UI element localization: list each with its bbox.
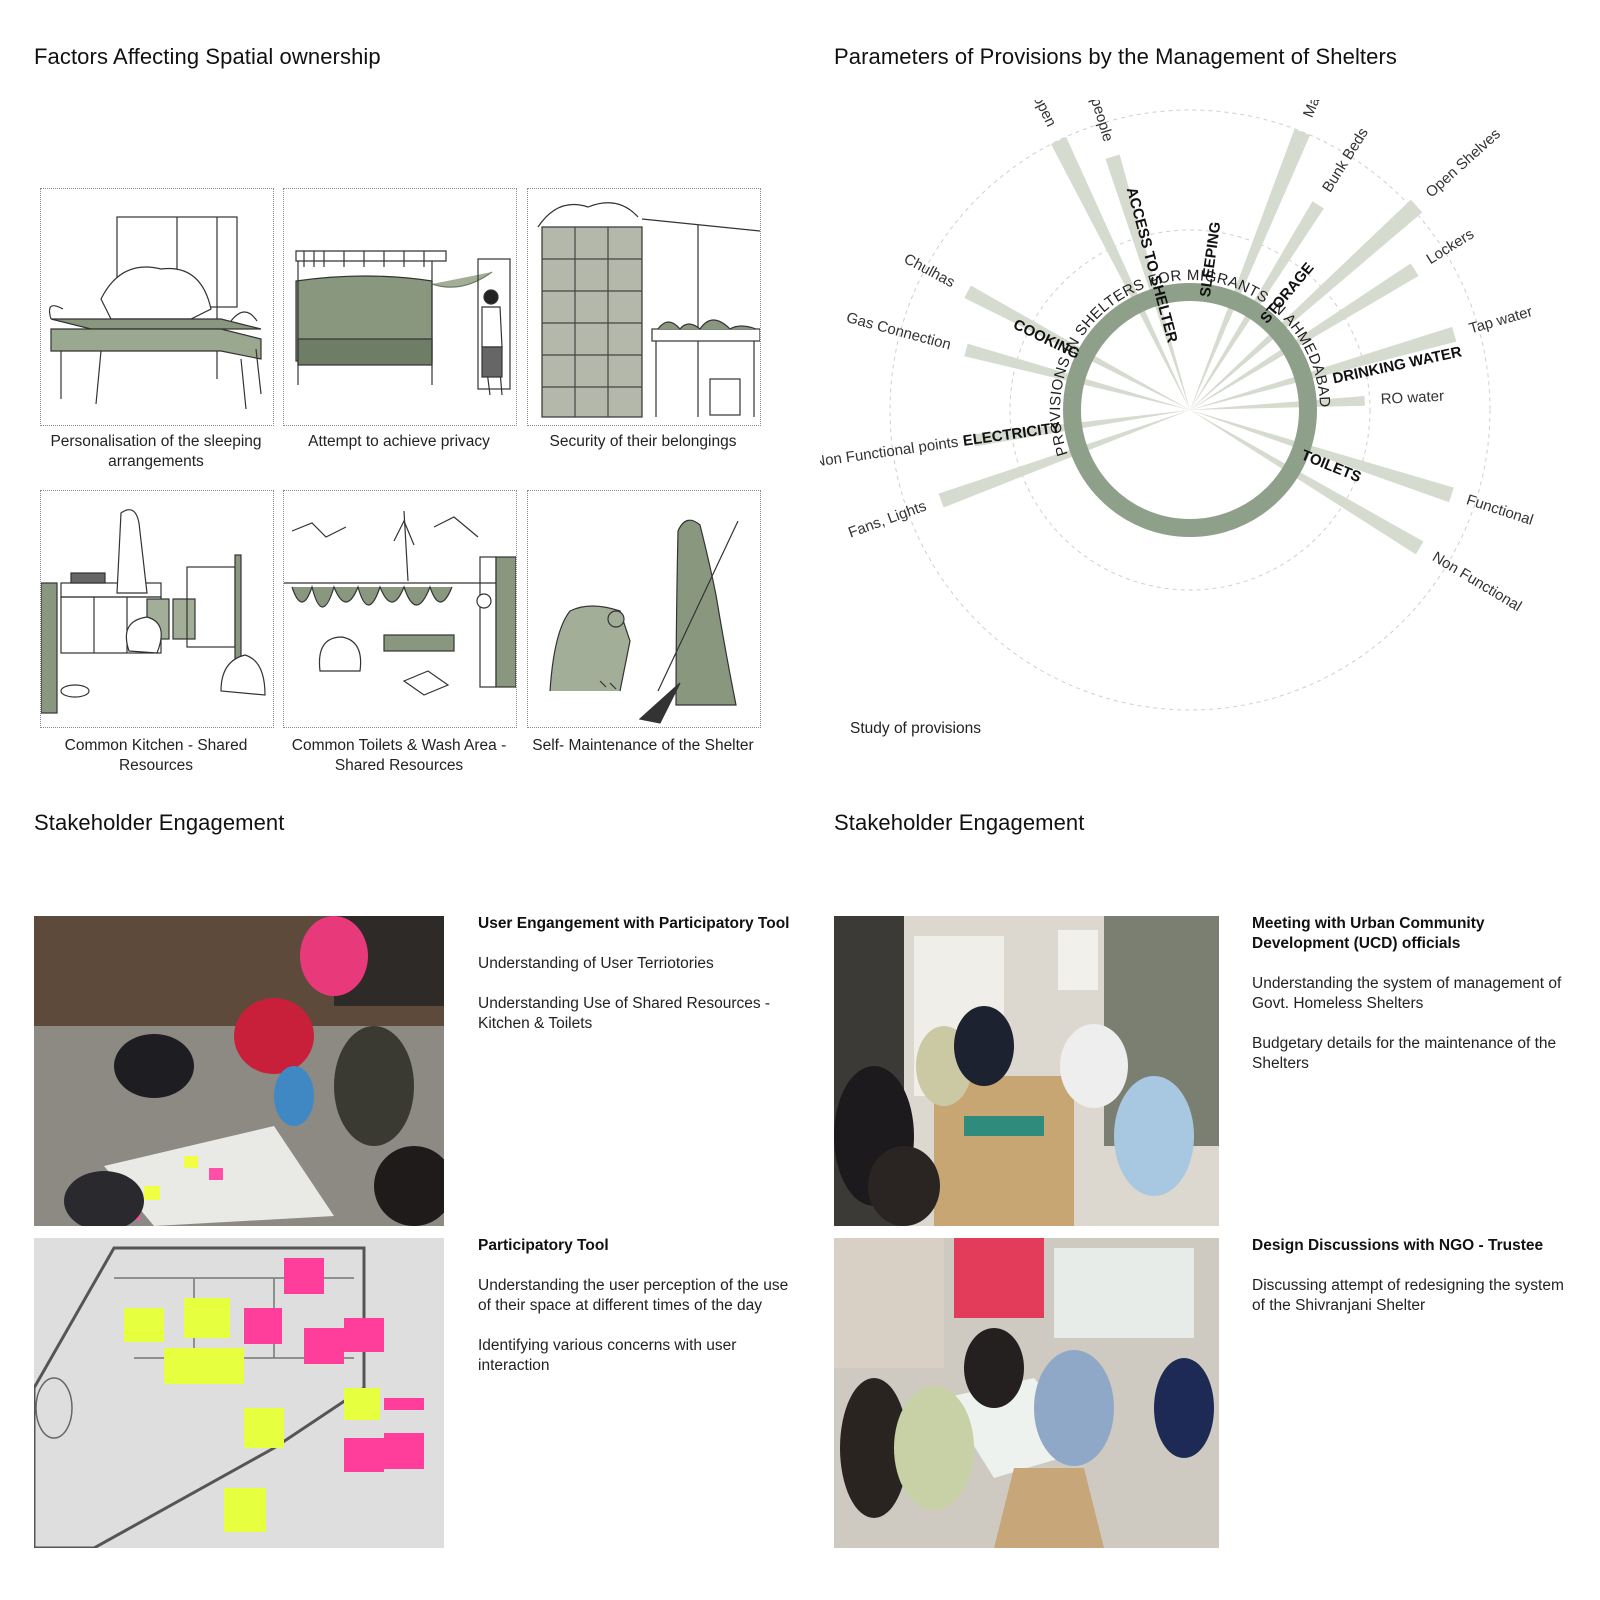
note-paragraph: Discussing attempt of redesigning the sy…	[1252, 1277, 1564, 1314]
spoke-4-1	[1190, 410, 1424, 555]
provision-item-label: Gas Connection	[844, 309, 952, 353]
spoke-6-1	[964, 285, 1190, 410]
provisions-title: Parameters of Provisions by the Manageme…	[834, 44, 1398, 69]
spoke-4-0	[1190, 410, 1454, 503]
provision-item-label: Open Shelves	[1423, 125, 1504, 201]
caption-sleeping: Personalisation of the sleeping arrangem…	[50, 433, 262, 470]
note-ucd-meeting: Meeting with Urban Community Development…	[1252, 914, 1572, 1094]
sketch-sleeping	[40, 188, 274, 426]
guide-circle	[1009, 229, 1371, 591]
spoke-0-0	[1051, 136, 1190, 410]
provision-category-label: ELECTRICITY	[962, 419, 1062, 450]
sketch-lockers	[527, 188, 761, 426]
note-heading: Meeting with Urban Community Development…	[1252, 915, 1485, 952]
provision-item-label: Non Functional points	[820, 434, 959, 471]
provisions-ring	[1063, 283, 1317, 537]
provision-item-label: Functional	[1464, 491, 1535, 529]
spoke-2-1	[1190, 263, 1419, 410]
factors-title: Factors Affecting Spatial ownership	[34, 44, 381, 69]
note-paragraph: Understanding the user perception of the…	[478, 1277, 789, 1314]
photo-ucd-meeting	[834, 916, 1219, 1226]
provision-item-label: RO water	[1380, 388, 1444, 408]
spokes-group	[938, 128, 1457, 555]
caption-security: Security of their belongings	[549, 433, 737, 450]
provision-item-label: Bunk Beds	[1319, 125, 1372, 196]
note-heading: Design Discussions with NGO - Trustee	[1252, 1237, 1544, 1254]
photo-ngo-discussion	[834, 1238, 1219, 1548]
study-label: Study of provisions	[850, 720, 981, 737]
photo-user-engagement	[34, 916, 444, 1226]
note-heading: User Engangement with Participatory Tool	[478, 915, 790, 932]
sketch-toilets	[283, 490, 517, 728]
note-paragraph: Budgetary details for the maintenance of…	[1252, 1035, 1557, 1072]
spoke-labels-group: 24 hrs open Disabled peopleACCESS TO SHEL…	[820, 100, 1535, 615]
note-paragraph: Understanding Use of Shared Resources - …	[478, 995, 771, 1032]
caption-privacy: Attempt to achieve privacy	[308, 433, 490, 450]
note-user-engagement: User Engangement with Participatory Tool…	[478, 914, 798, 1054]
spoke-5-0	[938, 410, 1190, 508]
note-paragraph: Understanding the system of management o…	[1252, 975, 1562, 1012]
guide-circle	[889, 109, 1491, 711]
provision-item-label: 24 hrs open	[1010, 100, 1060, 129]
note-paragraph: Understanding of User Terriotories	[478, 955, 714, 972]
note-participatory-tool: Participatory Tool Understanding the use…	[478, 1236, 798, 1396]
caption-toilets: Common Toilets & Wash Area - Shared Reso…	[291, 737, 507, 774]
sketch-kitchen	[40, 490, 274, 728]
provision-item-label: Chulhas	[901, 250, 958, 291]
provision-item-label: Disabled people	[1069, 100, 1117, 144]
provision-item-label: Tap water	[1467, 303, 1534, 337]
provision-item-label: Mattress	[1300, 100, 1337, 120]
spoke-3-1	[1190, 395, 1365, 410]
spoke-1-0	[1190, 128, 1311, 410]
note-ngo-discussion: Design Discussions with NGO - Trustee Di…	[1252, 1236, 1572, 1336]
caption-kitchen: Common Kitchen - Shared Resources	[64, 737, 248, 774]
provision-item-label: Fans, Lights	[846, 498, 929, 542]
spoke-0-1	[1105, 154, 1190, 410]
note-paragraph: Identifying various concerns with user i…	[478, 1337, 737, 1374]
spoke-3-0	[1190, 326, 1457, 410]
photo-participatory-tool	[34, 1238, 444, 1548]
note-heading: Participatory Tool	[478, 1237, 609, 1254]
sketch-privacy	[283, 188, 517, 426]
sketch-maintenance	[527, 490, 761, 728]
stakeholder-title-right: Stakeholder Engagement	[834, 810, 1085, 835]
caption-maintenance: Self- Maintenance of the Shelter	[532, 737, 754, 754]
guide-circles	[889, 109, 1491, 711]
provision-category-label: ACCESS TO SHELTER	[1123, 185, 1181, 344]
stakeholder-title-left: Stakeholder Engagement	[34, 810, 285, 835]
provision-item-label: Non Functional	[1429, 549, 1524, 616]
provisions-radial-diagram: PROVISIONS IN SHELTERS FOR MIGRANTS IN A…	[820, 100, 1535, 711]
spoke-2-0	[1190, 199, 1423, 410]
